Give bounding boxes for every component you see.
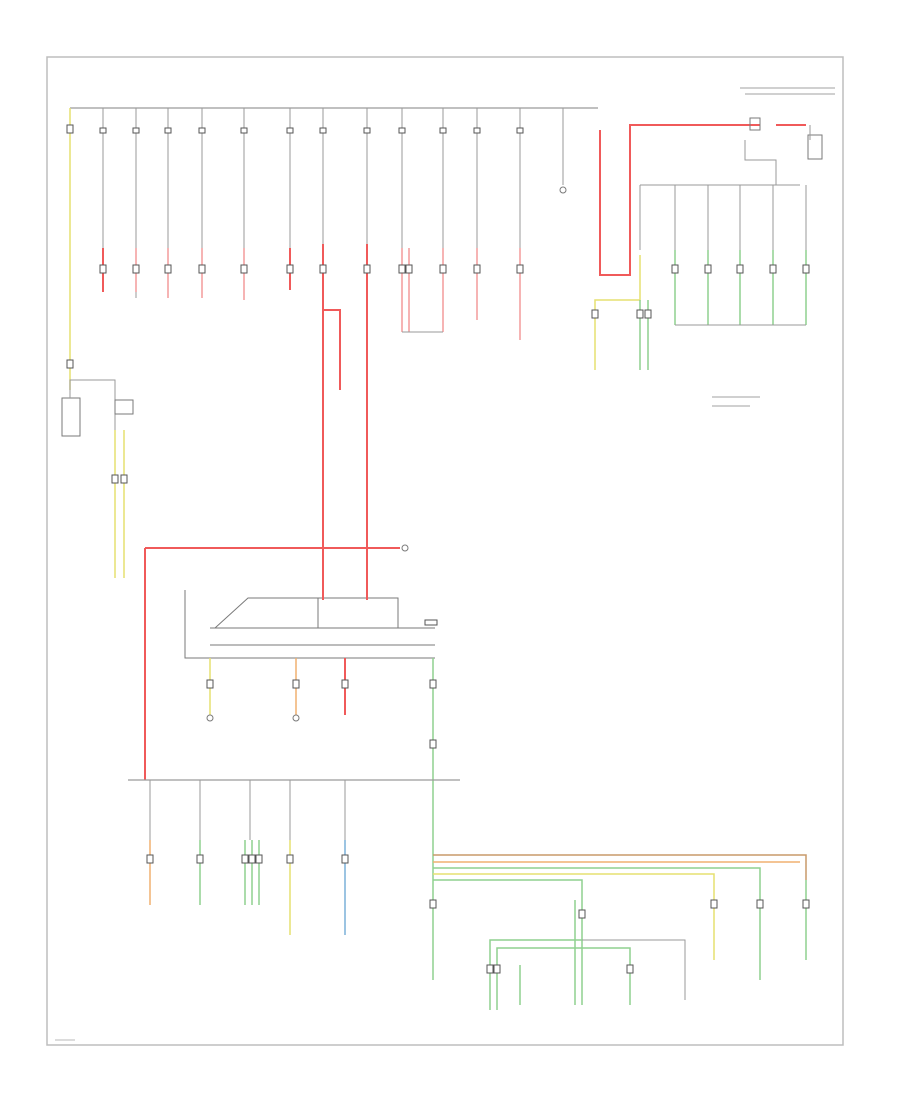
engine-relay-section bbox=[591, 117, 823, 370]
fuse-drop-11 bbox=[473, 108, 481, 250]
fuse-drop-9 bbox=[398, 108, 406, 250]
battery-icon bbox=[61, 397, 81, 437]
ground-point-icon bbox=[401, 544, 409, 552]
fuse-drop-7 bbox=[319, 108, 327, 250]
top-bus-colored-wires bbox=[102, 244, 521, 580]
fuse-drop-13 bbox=[559, 108, 567, 194]
fuse-drop-3 bbox=[164, 108, 172, 250]
fuse-drop-12 bbox=[516, 108, 524, 250]
right-legend-notes bbox=[712, 396, 760, 407]
ignition-output-wires bbox=[206, 658, 437, 980]
fuse-drop-10 bbox=[439, 108, 447, 250]
header-label-top-right bbox=[740, 87, 835, 95]
fuse-drop-2 bbox=[99, 108, 107, 250]
battery-section bbox=[61, 108, 134, 578]
fuse-drop-4 bbox=[198, 108, 206, 250]
fuse-drop-8 bbox=[363, 108, 371, 250]
lower-right-distribution bbox=[429, 854, 810, 1010]
ignition-switch bbox=[184, 580, 438, 659]
fuse-drop-5 bbox=[240, 108, 248, 250]
diagram-frame bbox=[46, 56, 844, 1046]
top-wire-connectors bbox=[99, 264, 524, 274]
fuse-drop-6 bbox=[286, 108, 294, 250]
fusible-link-icon bbox=[114, 399, 134, 415]
lower-bus-fuse-drops bbox=[146, 780, 349, 935]
top-bus-fuse-drops bbox=[99, 108, 567, 298]
